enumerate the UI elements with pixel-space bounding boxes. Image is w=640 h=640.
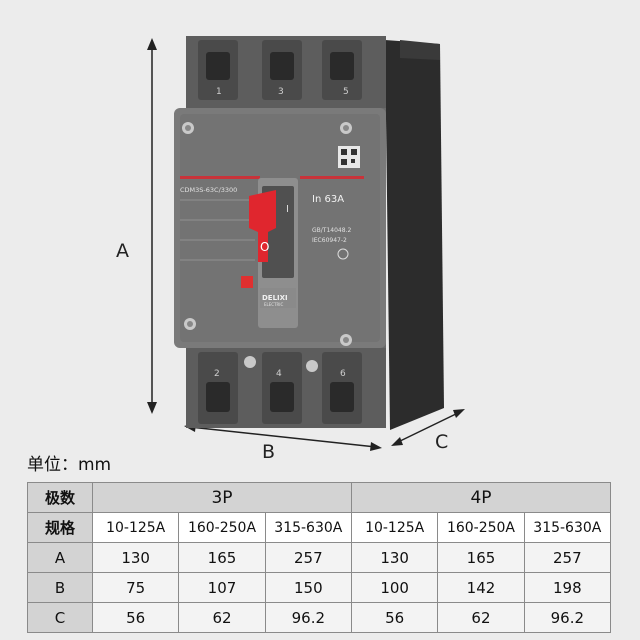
value-cell: 198 [523, 572, 612, 603]
unit-label: 单位：mm [27, 455, 112, 475]
value-cell: 75 [91, 572, 180, 603]
row-label-c: C [27, 602, 93, 633]
value-cell: 62 [178, 602, 266, 633]
pole-number-bottom-4: 4 [276, 369, 282, 379]
spec-cell: 10-125A [350, 512, 439, 543]
spec-cell: 315-630A [523, 512, 612, 543]
dimension-label-c: C [435, 431, 449, 453]
pole-number-top-1: 1 [216, 87, 222, 97]
spec-cell: 10-125A [91, 512, 180, 543]
breaker-handle[interactable] [249, 190, 276, 262]
group-header-3p: 3P [92, 482, 352, 513]
value-cell: 107 [178, 572, 266, 603]
rating-marking: In 63A [312, 194, 344, 205]
model-marking: CDM3S-63C/3300 [180, 186, 237, 194]
value-cell: 96.2 [264, 602, 352, 633]
value-cell: 56 [91, 602, 180, 633]
table-row-spec: 规格 10-125A 160-250A 315-630A 10-125A 160… [27, 512, 612, 543]
value-cell: 130 [91, 542, 180, 573]
value-cell: 257 [523, 542, 612, 573]
value-cell: 142 [437, 572, 525, 603]
pole-number-top-5: 5 [343, 87, 349, 97]
pole-number-bottom-2: 2 [214, 369, 220, 379]
brand-marking: DELIXI [262, 294, 288, 302]
pole-number-top-3: 3 [278, 87, 284, 97]
dimension-table: 极数 3P 4P 规格 10-125A 160-250A 315-630A 10… [27, 482, 612, 633]
handle-symbol-on: I [286, 204, 289, 215]
standard-marking-1: GB/T14048.2 [312, 227, 351, 234]
row-header-spec: 规格 [27, 512, 93, 543]
value-cell: 165 [178, 542, 266, 573]
value-cell: 257 [264, 542, 352, 573]
table-row-c: C 56 62 96.2 56 62 96.2 [27, 602, 612, 633]
table-row-poles: 极数 3P 4P [27, 482, 612, 513]
value-cell: 150 [264, 572, 352, 603]
value-cell: 56 [350, 602, 439, 633]
brand-sub-marking: ELECTRIC [264, 302, 283, 307]
row-label-b: B [27, 572, 93, 603]
dimension-label-a: A [116, 240, 129, 262]
spec-cell: 315-630A [264, 512, 352, 543]
value-cell: 130 [350, 542, 439, 573]
dimension-a-arrow [147, 38, 157, 414]
circuit-breaker-image: 1 3 5 CDM3S-63C/3300 O I DELIXI ELECTRIC… [147, 36, 465, 451]
value-cell: 96.2 [523, 602, 612, 633]
handle-symbol-off: O [260, 240, 269, 254]
group-header-4p: 4P [350, 482, 612, 513]
table-row-b: B 75 107 150 100 142 198 [27, 572, 612, 603]
row-label-a: A [27, 542, 93, 573]
spec-cell: 160-250A [437, 512, 525, 543]
table-row-a: A 130 165 257 130 165 257 [27, 542, 612, 573]
pole-number-bottom-6: 6 [340, 369, 346, 379]
standard-marking-2: IEC60947-2 [312, 237, 347, 244]
value-cell: 62 [437, 602, 525, 633]
spec-cell: 160-250A [178, 512, 266, 543]
value-cell: 100 [350, 572, 439, 603]
row-header-poles: 极数 [27, 482, 93, 513]
dimension-c-arrow [391, 409, 465, 446]
dimension-label-b: B [262, 441, 276, 463]
value-cell: 165 [437, 542, 525, 573]
